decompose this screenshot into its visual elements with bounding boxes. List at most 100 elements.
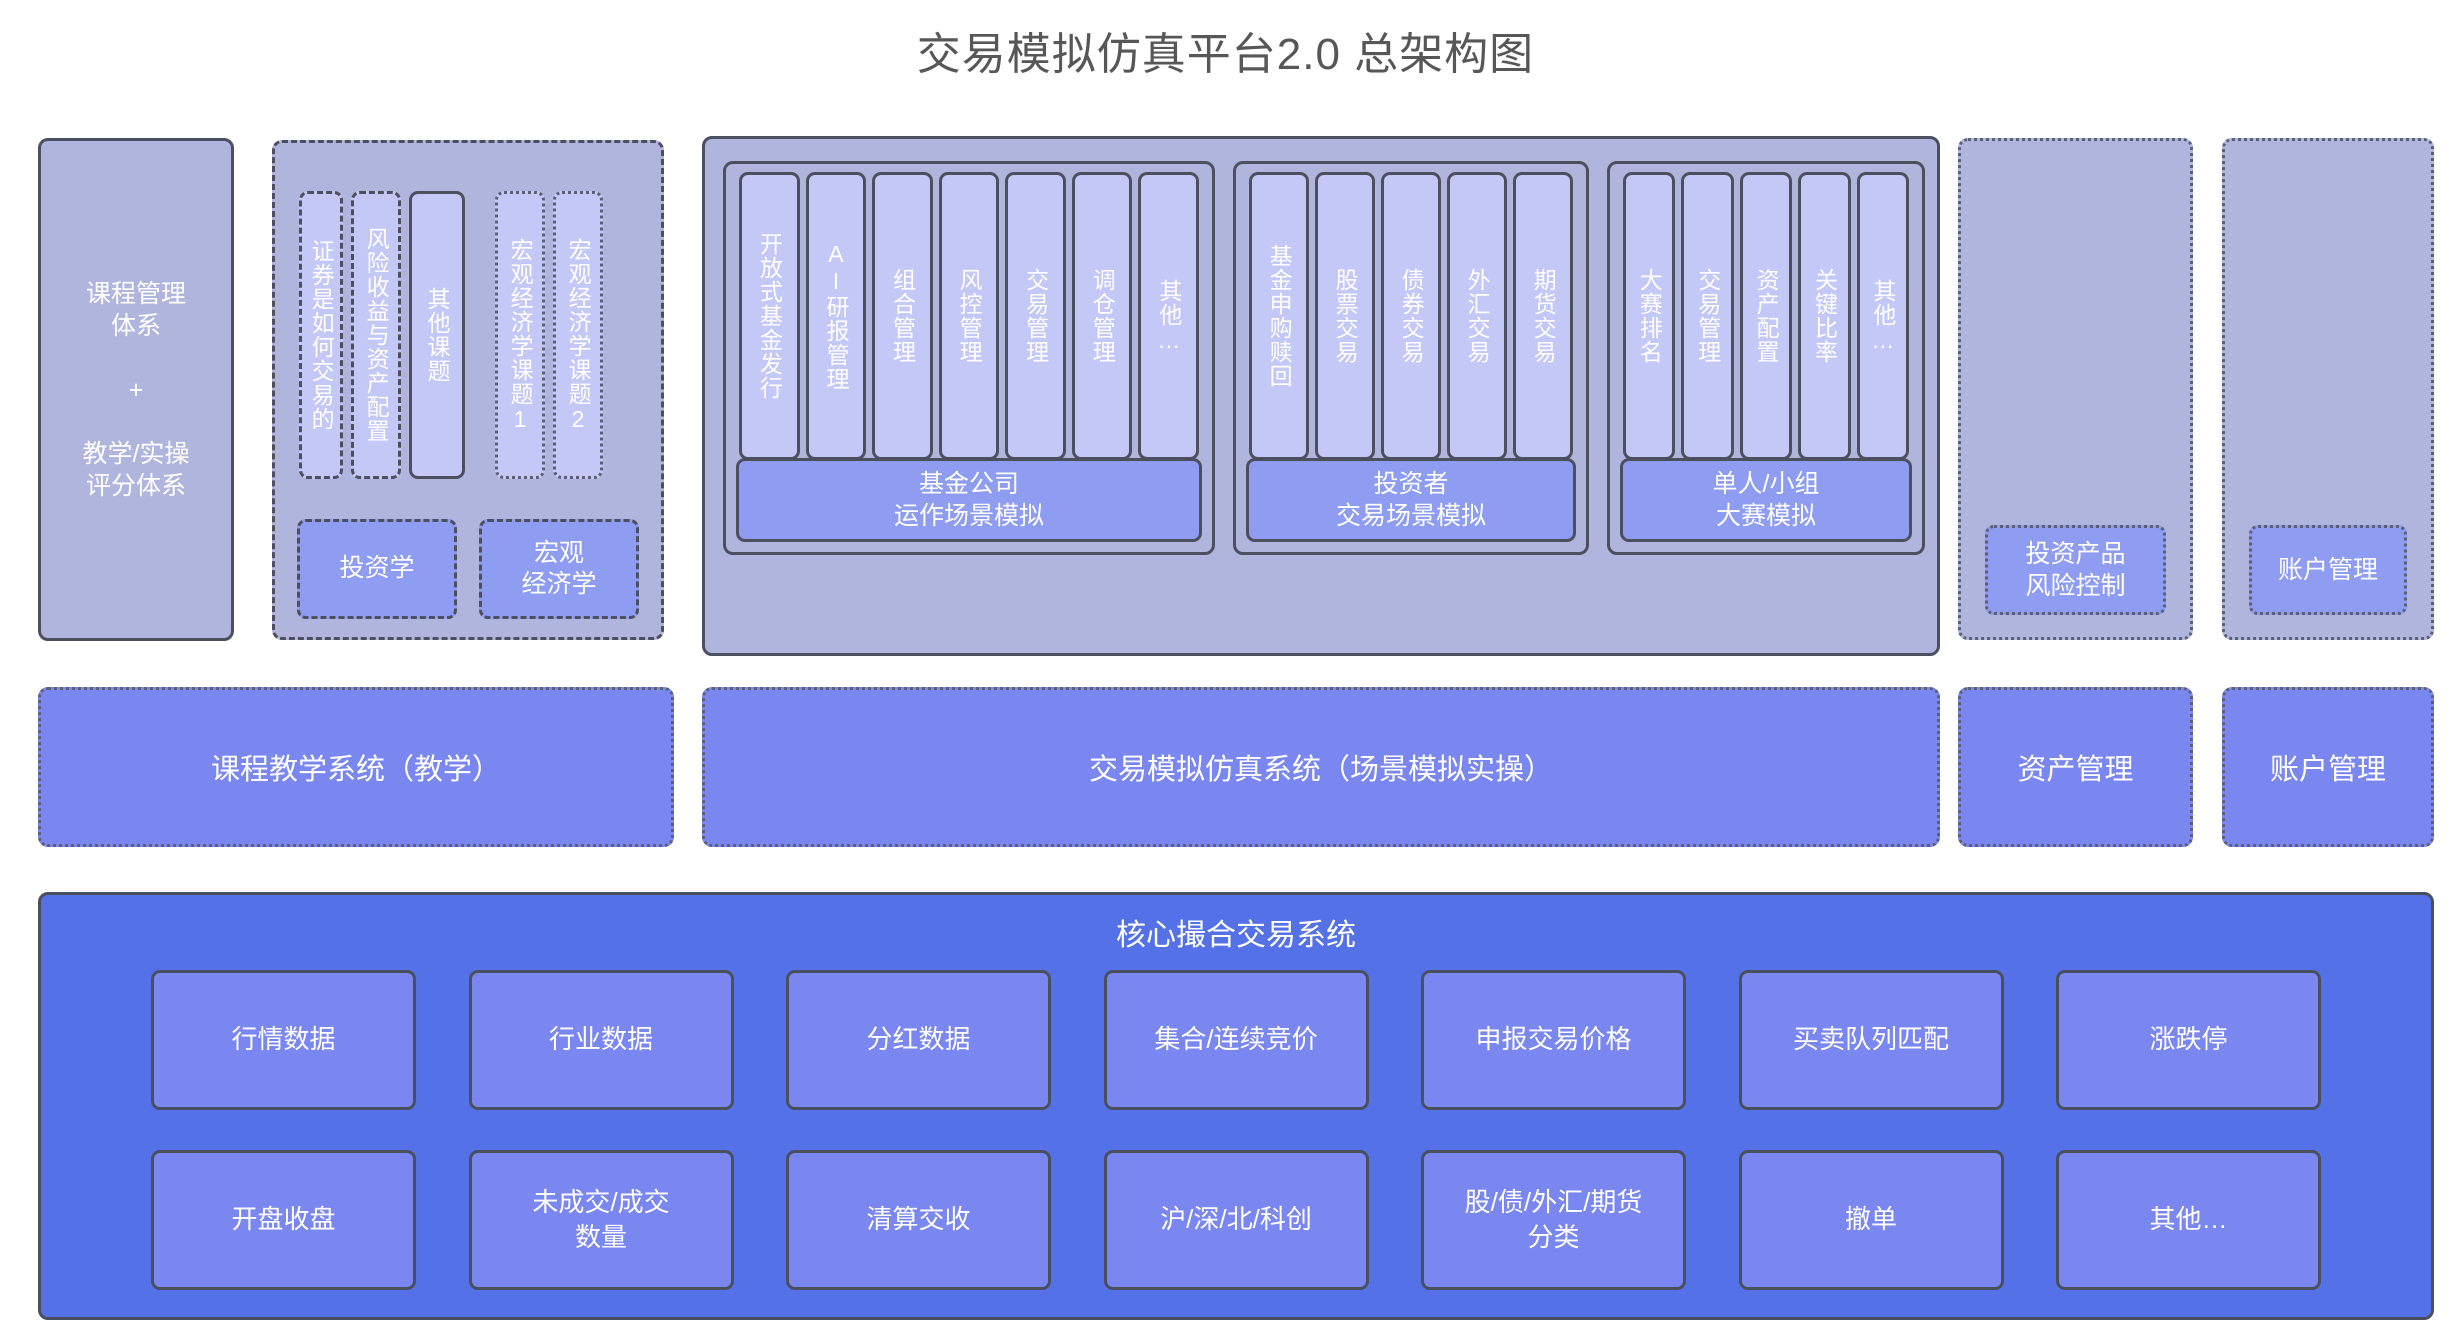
scenario-feature-label: AI研报管理: [822, 241, 849, 391]
core-feature-card[interactable]: 集合/连续竞价: [1103, 970, 1369, 1110]
scenario-feature-label: 期货交易: [1530, 268, 1557, 364]
risk-control-label: 投资产品 风险控制: [1985, 525, 2166, 615]
risk-control-column[interactable]: 投资产品 风险控制: [1958, 138, 2193, 640]
scenario-caption[interactable]: 基金公司 运作场景模拟: [736, 458, 1202, 542]
course-subject-card[interactable]: 宏观 经济学: [479, 519, 639, 619]
scenario-feature-card[interactable]: 外汇交易: [1447, 172, 1507, 460]
core-feature-label: 沪/深/北/科创: [1160, 1204, 1312, 1235]
core-feature-card[interactable]: 未成交/成交 数量: [468, 1150, 734, 1290]
core-feature-label: 开盘收盘: [231, 1204, 336, 1235]
core-feature-card[interactable]: 行情数据: [151, 970, 416, 1110]
core-feature-card[interactable]: 撤单: [1738, 1150, 2004, 1290]
scenario-feature-card[interactable]: 调仓管理: [1071, 172, 1133, 460]
scenario-feature-card[interactable]: 其他…: [1138, 172, 1200, 460]
scenario-feature-card[interactable]: 关键比率: [1798, 172, 1851, 460]
scenario-feature-label: 资产配置: [1753, 268, 1780, 364]
core-feature-card[interactable]: 涨跌停: [2056, 970, 2321, 1110]
course-topics-group[interactable]: 证券是如何交易的风险收益与资产配置其他课题宏观经济学课题1 宏观经济学课题2 投资…: [272, 140, 664, 640]
course-topics-cards: 证券是如何交易的风险收益与资产配置其他课题宏观经济学课题1 宏观经济学课题2: [299, 191, 637, 479]
scenario-feature-label: 关键比率: [1811, 268, 1838, 364]
course-topic-card[interactable]: 风险收益与资产配置: [351, 191, 401, 479]
scenario-feature-card[interactable]: 组合管理: [872, 172, 933, 460]
course-subject-label: 投资学: [339, 554, 415, 583]
account-management-label: 账户管理: [2249, 525, 2407, 615]
core-feature-card[interactable]: 行业数据: [468, 970, 734, 1110]
scenario-feature-label: 债券交易: [1398, 268, 1425, 364]
core-feature-card[interactable]: 买卖队列匹配: [1738, 970, 2004, 1110]
core-feature-label: 股/债/外汇/期货 分类: [1464, 1186, 1643, 1252]
asset-management-label: 资产管理: [2017, 754, 2134, 786]
core-feature-row-2: 开盘收盘 未成交/成交 数量 清算交收 沪/深/北/科创 股/债/外汇/期货 分类 撤单 其…: [151, 1150, 2321, 1290]
scenario-feature-card[interactable]: 基金申购赎回: [1249, 172, 1309, 460]
course-management-system-box[interactable]: 课程管理 体系 + 教学/实操 评分体系: [38, 138, 234, 641]
core-matching-system-title: 核心撮合交易系统: [1116, 919, 1356, 952]
scenario-feature-label: 开放式基金发行: [756, 232, 783, 400]
scenario-feature-label: 其他…: [1155, 278, 1182, 354]
scenario-caption-label: 基金公司 运作场景模拟: [893, 469, 1044, 531]
course-topic-card[interactable]: 宏观经济学课题1: [495, 191, 545, 479]
account-management-column[interactable]: 账户管理: [2222, 138, 2434, 640]
scenario-feature-label: 股票交易: [1332, 268, 1359, 364]
core-feature-label: 撤单: [1844, 1204, 1897, 1235]
core-feature-label: 清算交收: [866, 1204, 971, 1235]
trading-simulation-system-bar[interactable]: 交易模拟仿真系统（场景模拟实操）: [702, 687, 1940, 847]
core-feature-label: 分红数据: [866, 1024, 971, 1055]
core-matching-system-panel[interactable]: 核心撮合交易系统 行情数据 行业数据 分红数据 集合/连续竞价 申报交易价格 买卖队列匹配…: [38, 892, 2434, 1320]
course-subject-label: 宏观 经济学: [521, 538, 597, 598]
scenario-feature-card[interactable]: 资产配置: [1739, 172, 1793, 460]
core-feature-label: 申报交易价格: [1475, 1024, 1632, 1055]
scenario-group[interactable]: 大赛排名 交易管理 资产配置 关键比率 其他… 单人/小组 大赛模拟: [1607, 161, 1925, 555]
scenario-feature-card[interactable]: 交易管理: [1005, 172, 1066, 460]
core-feature-label: 行业数据: [548, 1024, 653, 1055]
scenario-caption-label: 单人/小组 大赛模拟: [1712, 469, 1820, 531]
scenario-feature-label: 大赛排名: [1636, 268, 1663, 364]
core-feature-label: 其他…: [2149, 1204, 2228, 1235]
course-topic-label: 宏观经济学课题2: [565, 237, 592, 433]
core-feature-card[interactable]: 申报交易价格: [1421, 970, 1686, 1110]
scenario-feature-card[interactable]: 债券交易: [1381, 172, 1441, 460]
scenario-feature-label: 外汇交易: [1464, 268, 1491, 364]
scenario-group[interactable]: 开放式基金发行 AI研报管理组合管理风控管理 交易管理调仓管理其他… 基金公司 运作场…: [723, 161, 1215, 555]
scenario-feature-card[interactable]: 其他…: [1856, 172, 1910, 460]
course-subject-cards: 投资学 宏观 经济学: [297, 519, 639, 619]
core-feature-card[interactable]: 开盘收盘: [151, 1150, 416, 1290]
scenario-group[interactable]: 基金申购赎回股票交易 债券交易 外汇交易 期货交易投资者 交易场景模拟: [1233, 161, 1589, 555]
core-feature-card[interactable]: 分红数据: [786, 970, 1051, 1110]
course-topic-card[interactable]: 证券是如何交易的: [299, 191, 343, 479]
core-feature-label: 涨跌停: [2149, 1024, 2228, 1055]
asset-management-bar[interactable]: 资产管理: [1958, 687, 2193, 847]
course-topic-label: 风险收益与资产配置: [363, 227, 390, 443]
core-feature-label: 集合/连续竞价: [1154, 1024, 1318, 1055]
scenario-caption[interactable]: 单人/小组 大赛模拟: [1620, 458, 1912, 542]
scenario-caption-label: 投资者 交易场景模拟: [1335, 469, 1486, 531]
course-teaching-system-label: 课程教学系统（教学）: [210, 754, 501, 786]
trading-simulation-system-label: 交易模拟仿真系统（场景模拟实操）: [1088, 754, 1553, 786]
scenario-feature-label: 交易管理: [1022, 268, 1049, 364]
core-feature-card[interactable]: 其他…: [2056, 1150, 2321, 1290]
page-title: 交易模拟仿真平台2.0 总架构图: [916, 30, 1535, 79]
scenario-feature-label: 交易管理: [1694, 268, 1721, 364]
scenario-feature-card[interactable]: 风控管理: [938, 172, 1000, 460]
course-subject-card[interactable]: 投资学: [297, 519, 457, 619]
scenario-feature-card[interactable]: 股票交易: [1315, 172, 1375, 460]
core-feature-card[interactable]: 股/债/外汇/期货 分类: [1421, 1150, 1686, 1290]
core-feature-label: 未成交/成交 数量: [532, 1186, 670, 1252]
course-teaching-system-bar[interactable]: 课程教学系统（教学）: [38, 687, 674, 847]
account-management-bar[interactable]: 账户管理: [2222, 687, 2434, 847]
core-feature-card[interactable]: 清算交收: [786, 1150, 1051, 1290]
core-feature-label: 行情数据: [231, 1024, 336, 1055]
course-topic-card[interactable]: 宏观经济学课题2: [553, 191, 603, 479]
scenario-feature-label: 风控管理: [956, 268, 983, 364]
scenario-caption[interactable]: 投资者 交易场景模拟: [1246, 458, 1576, 542]
core-feature-card[interactable]: 沪/深/北/科创: [1103, 1150, 1369, 1290]
scenario-feature-card[interactable]: 期货交易: [1513, 172, 1573, 460]
scenario-feature-card[interactable]: 大赛排名: [1623, 172, 1676, 460]
scenario-feature-card[interactable]: 开放式基金发行: [739, 172, 800, 460]
scenario-feature-card[interactable]: 交易管理: [1681, 172, 1734, 460]
scenario-feature-card[interactable]: AI研报管理: [805, 172, 867, 460]
account-management-label: 账户管理: [2269, 754, 2386, 786]
course-topic-card[interactable]: 其他课题: [409, 191, 465, 479]
scenario-feature-label: 其他…: [1869, 278, 1896, 354]
